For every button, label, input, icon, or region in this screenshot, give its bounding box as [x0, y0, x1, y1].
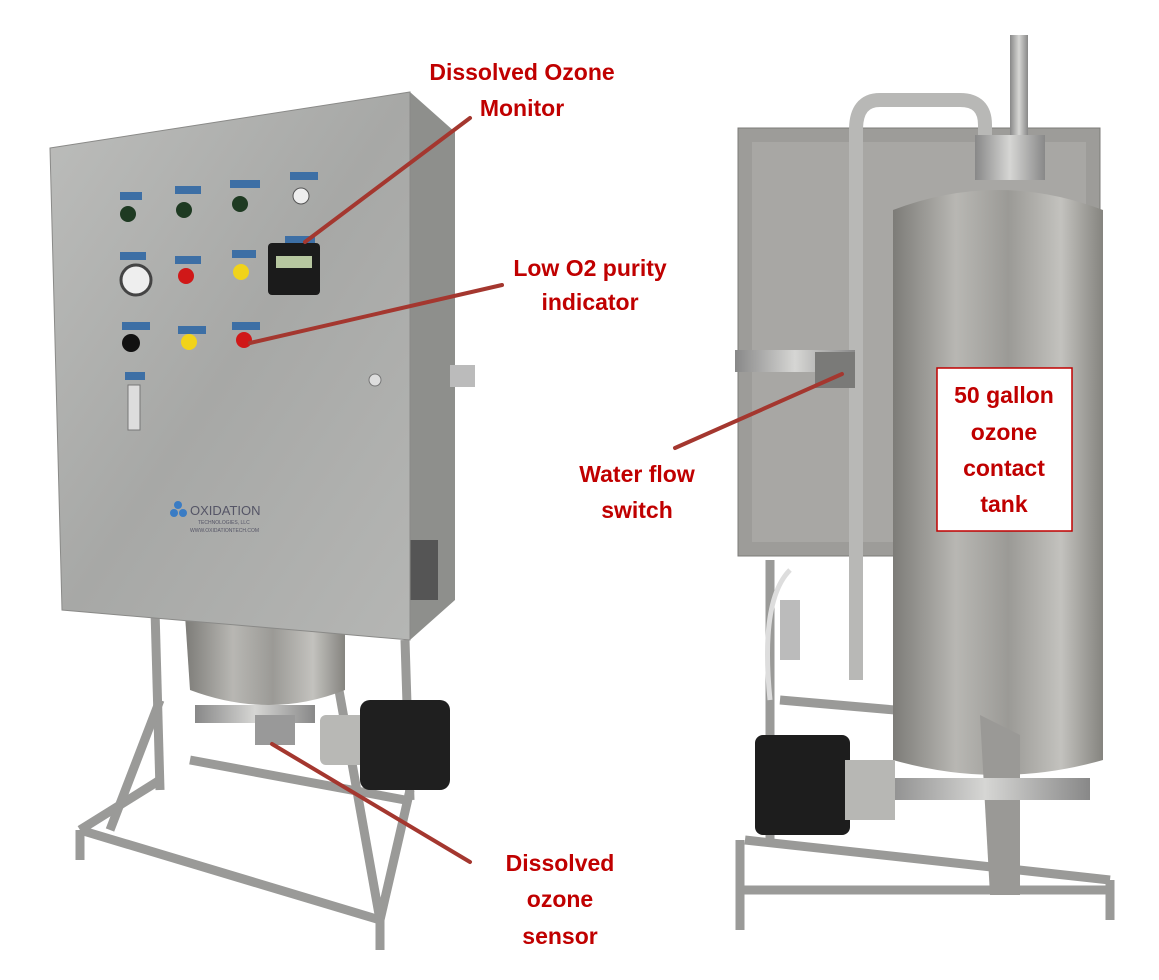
svg-text:Dissolved: Dissolved	[506, 850, 615, 876]
logo-url: WWW.OXIDATIONTECH.COM	[190, 528, 259, 534]
switch-icon	[176, 202, 192, 218]
svg-text:ozone: ozone	[971, 419, 1037, 445]
cabinet-front-panel	[49, 91, 411, 641]
tank-leg	[980, 715, 1020, 895]
indicator-light-icon	[233, 264, 249, 280]
svg-text:contact: contact	[963, 455, 1045, 481]
svg-text:sensor: sensor	[522, 923, 597, 949]
callout-dissolved-ozone-monitor: Dissolved Ozone Monitor	[429, 59, 614, 121]
o2-leader-line	[248, 283, 504, 345]
door-latch-icon	[368, 373, 382, 387]
svg-text:tank: tank	[980, 491, 1028, 517]
svg-text:50 gallon: 50 gallon	[954, 382, 1054, 408]
panel-label-plates	[120, 172, 318, 380]
monitor-leader-line	[303, 116, 472, 244]
ozone-contact-tank-unit	[735, 35, 1115, 930]
svg-text:Low O2 purity: Low O2 purity	[513, 255, 667, 281]
svg-text:switch: switch	[601, 497, 673, 523]
dissolved-ozone-monitor-device	[268, 243, 320, 295]
svg-text:Monitor: Monitor	[480, 95, 564, 121]
svg-text:Dissolved Ozone: Dissolved Ozone	[429, 59, 614, 85]
sensor-fitting	[255, 715, 295, 745]
low-o2-purity-light-icon	[236, 332, 252, 348]
switch-icon	[232, 196, 248, 212]
callout-dissolved-ozone-sensor: Dissolved ozone sensor	[506, 850, 615, 949]
switch-icon	[120, 206, 136, 222]
svg-text:Water flow: Water flow	[579, 461, 695, 487]
pressure-gauge-icon	[119, 263, 153, 297]
pump-body	[845, 760, 895, 820]
callout-contact-tank: 50 gallon ozone contact tank	[936, 367, 1073, 532]
panel-switches	[119, 187, 382, 431]
regulator-knob-icon	[122, 334, 140, 352]
indicator-light-icon	[181, 334, 197, 350]
logo-name: OXIDATION	[190, 503, 261, 518]
callout-water-flow-switch: Water flow switch	[579, 461, 695, 523]
flow-switch-leader-line	[673, 372, 844, 450]
pump-motor	[755, 735, 850, 835]
logo-sub: TECHNOLOGIES, LLC	[198, 520, 250, 526]
vertical-pipe	[849, 93, 992, 680]
ozone-leak-light-icon	[178, 268, 194, 284]
flow-meter	[127, 384, 141, 431]
switch-icon	[292, 187, 310, 205]
oxidation-logo: OXIDATION TECHNOLOGIES, LLC WWW.OXIDATIO…	[170, 501, 261, 534]
tank-top-fitting	[975, 135, 1045, 180]
tubing	[765, 568, 792, 701]
pump-motor	[360, 700, 450, 790]
callout-low-o2-purity: Low O2 purity indicator	[513, 255, 667, 315]
sensor-leader-line	[270, 742, 472, 864]
svg-text:indicator: indicator	[541, 289, 638, 315]
vent-valve	[1010, 35, 1028, 135]
ozone-system-cabinet-unit: OXIDATION TECHNOLOGIES, LLC WWW.OXIDATIO…	[49, 91, 475, 950]
small-reaction-tank	[185, 615, 345, 705]
check-valve	[780, 600, 800, 660]
svg-text:ozone: ozone	[527, 886, 593, 912]
cabinet-side	[410, 92, 455, 640]
outlet-pipe	[880, 778, 1090, 800]
side-fitting	[450, 365, 475, 387]
leader-lines	[248, 116, 844, 864]
